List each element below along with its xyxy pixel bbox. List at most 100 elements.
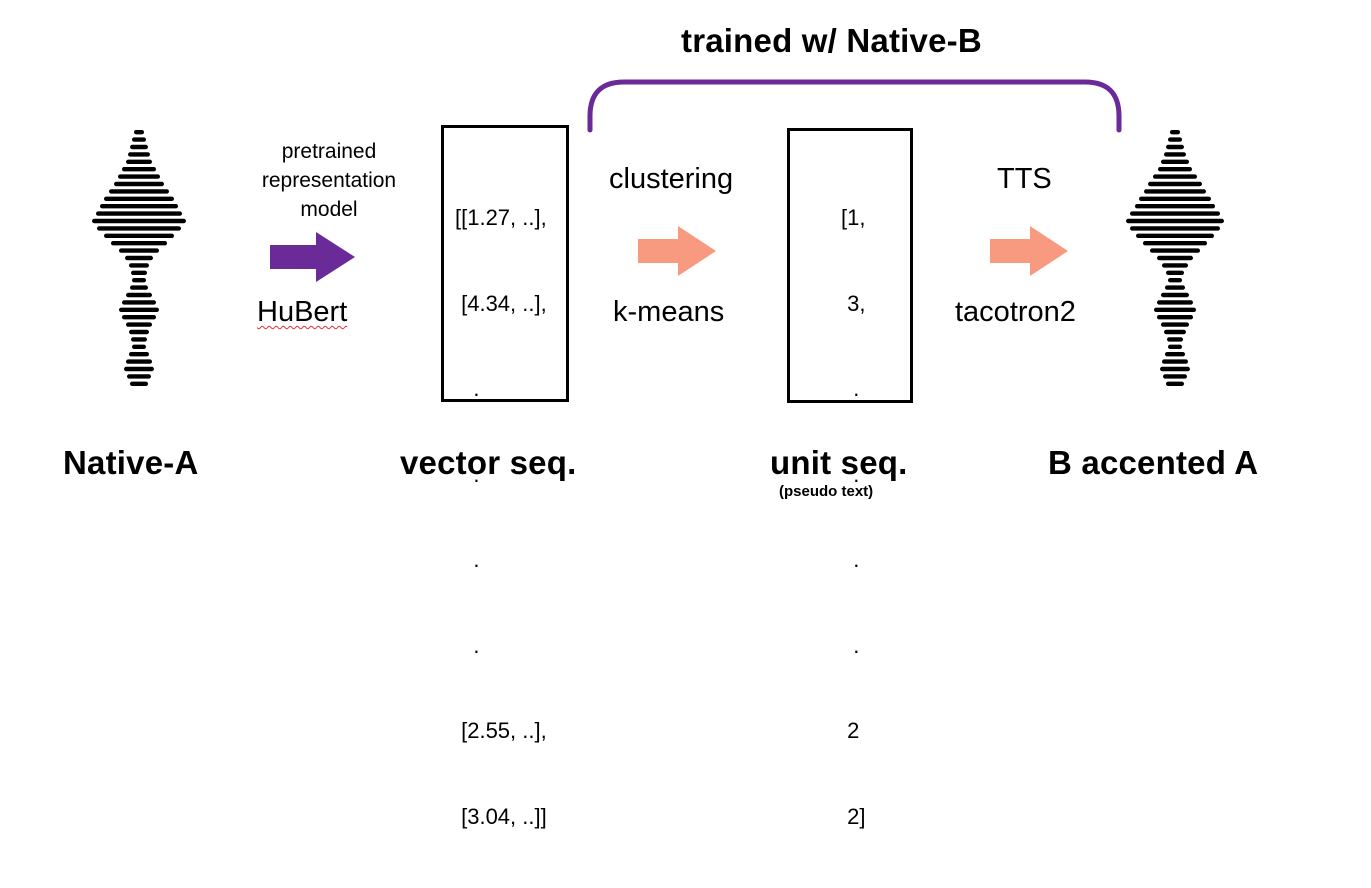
waveform-bar — [1150, 248, 1200, 253]
waveform-bar — [1164, 329, 1186, 335]
waveform-bar — [1148, 181, 1202, 187]
waveform-bar — [130, 144, 148, 150]
waveform-bar — [1162, 263, 1188, 268]
native-a-label: Native-A — [63, 444, 199, 481]
waveform-bar — [111, 241, 167, 246]
tacotron2-label: tacotron2 — [955, 296, 1076, 328]
step1-description: pretrained representation model — [234, 137, 424, 224]
waveform-bar — [1160, 366, 1190, 372]
unit-line: 3, — [841, 290, 866, 316]
vector-seq-box: [[1.27, ..], [4.34, ..], . . . . [2.55, … — [441, 125, 569, 829]
waveform-bar — [1166, 270, 1184, 275]
unit-seq-label: unit seq. — [770, 444, 908, 481]
b-accented-a-label: B accented A — [1048, 444, 1259, 481]
waveform-bar — [1154, 307, 1196, 312]
waveform-bar — [1126, 218, 1224, 224]
waveform-bar — [1166, 381, 1184, 386]
step1-line-2: representation — [261, 169, 397, 192]
waveform-bar — [118, 174, 160, 179]
kmeans-label: k-means — [613, 296, 725, 328]
waveform-bar — [1130, 226, 1220, 231]
waveform-bar — [114, 181, 164, 187]
waveform-bar — [1166, 144, 1184, 150]
waveform-bar — [132, 137, 146, 142]
waveform-bar — [1161, 322, 1189, 327]
waveform-bar — [1130, 211, 1220, 216]
waveform-bar — [129, 352, 149, 357]
waveform-bar — [131, 337, 147, 342]
waveform-bar — [119, 248, 159, 253]
bracket-title: trained w/ Native-B — [681, 22, 982, 59]
tts-label: TTS — [997, 163, 1052, 195]
waveform-bar — [129, 329, 149, 335]
waveform-bar — [129, 263, 149, 268]
waveform-bar — [1165, 352, 1185, 357]
waveform-bar — [1168, 344, 1182, 349]
vector-line: . — [455, 461, 480, 487]
waveform-bar — [1168, 137, 1182, 142]
waveform-bar — [125, 255, 153, 261]
arrow-right-icon — [638, 226, 716, 276]
waveform-bar — [1167, 337, 1183, 342]
waveform-bar — [96, 211, 182, 216]
waveform-bar — [1161, 292, 1189, 298]
waveform-bar — [1139, 196, 1211, 201]
waveform-bar — [122, 167, 156, 172]
waveform-bar — [124, 366, 154, 372]
vector-line: . — [455, 632, 480, 658]
waveform-bar — [1157, 315, 1193, 320]
waveform-bar — [1170, 130, 1180, 135]
waveform-bar — [104, 233, 174, 238]
waveform-bar — [127, 374, 151, 379]
vector-line: [3.04, ..]] — [455, 803, 547, 829]
training-bracket — [587, 79, 1122, 133]
unit-seq-box: [1, 3, . . . . 2 2] — [787, 128, 913, 829]
waveform-bar — [1158, 167, 1192, 172]
waveform-bar — [1162, 359, 1188, 364]
step1-line-1: pretrained — [281, 140, 377, 163]
waveform-bar — [126, 359, 152, 364]
waveform-bar — [100, 204, 178, 209]
waveform-bar — [126, 159, 152, 164]
arrow-right-icon — [990, 226, 1068, 276]
waveform-bar — [1157, 300, 1193, 305]
vector-line: [4.34, ..], — [455, 290, 547, 316]
waveform-bar — [122, 315, 156, 320]
waveform-bar — [1161, 159, 1189, 164]
waveform-icon — [1126, 130, 1224, 386]
waveform-bar — [134, 130, 144, 135]
hubert-label: HuBert — [257, 296, 347, 329]
waveform-bar — [132, 278, 146, 283]
hubert-text: HuBert — [257, 296, 348, 328]
vector-line: [2.55, ..], — [455, 718, 547, 743]
unit-line: . — [841, 461, 860, 487]
waveform-icon — [92, 130, 186, 386]
waveform-bar — [1163, 374, 1187, 379]
waveform-bar — [126, 322, 152, 327]
waveform-bar — [1143, 241, 1207, 246]
waveform-bar — [1157, 255, 1193, 261]
waveform-bar — [122, 300, 156, 305]
waveform-bar — [1164, 152, 1186, 157]
unit-line: [1, — [841, 205, 866, 230]
waveform-bar — [130, 381, 148, 386]
waveform-bar — [1153, 174, 1197, 179]
waveform-bar — [130, 285, 148, 290]
waveform-bar — [119, 307, 159, 312]
waveform-bar — [126, 292, 152, 298]
unit-line: . — [841, 547, 860, 572]
unit-seq-contents: [1, 3, . . . . 2 2] — [841, 147, 865, 888]
arrow-right-icon — [270, 232, 355, 282]
waveform-bar — [1135, 204, 1215, 209]
vector-seq-contents: [[1.27, ..], [4.34, ..], . . . . [2.55, … — [455, 147, 547, 888]
vector-line: . — [455, 547, 480, 572]
vector-line: [[1.27, ..], — [455, 205, 547, 230]
step1-line-3: model — [300, 198, 358, 221]
unit-line: . — [841, 632, 860, 658]
unit-line: . — [841, 376, 860, 401]
waveform-bar — [92, 218, 186, 224]
vector-seq-label: vector seq. — [400, 444, 577, 481]
unit-seq-sublabel: (pseudo text) — [779, 483, 874, 500]
clustering-label: clustering — [609, 163, 734, 195]
waveform-bar — [104, 196, 174, 201]
